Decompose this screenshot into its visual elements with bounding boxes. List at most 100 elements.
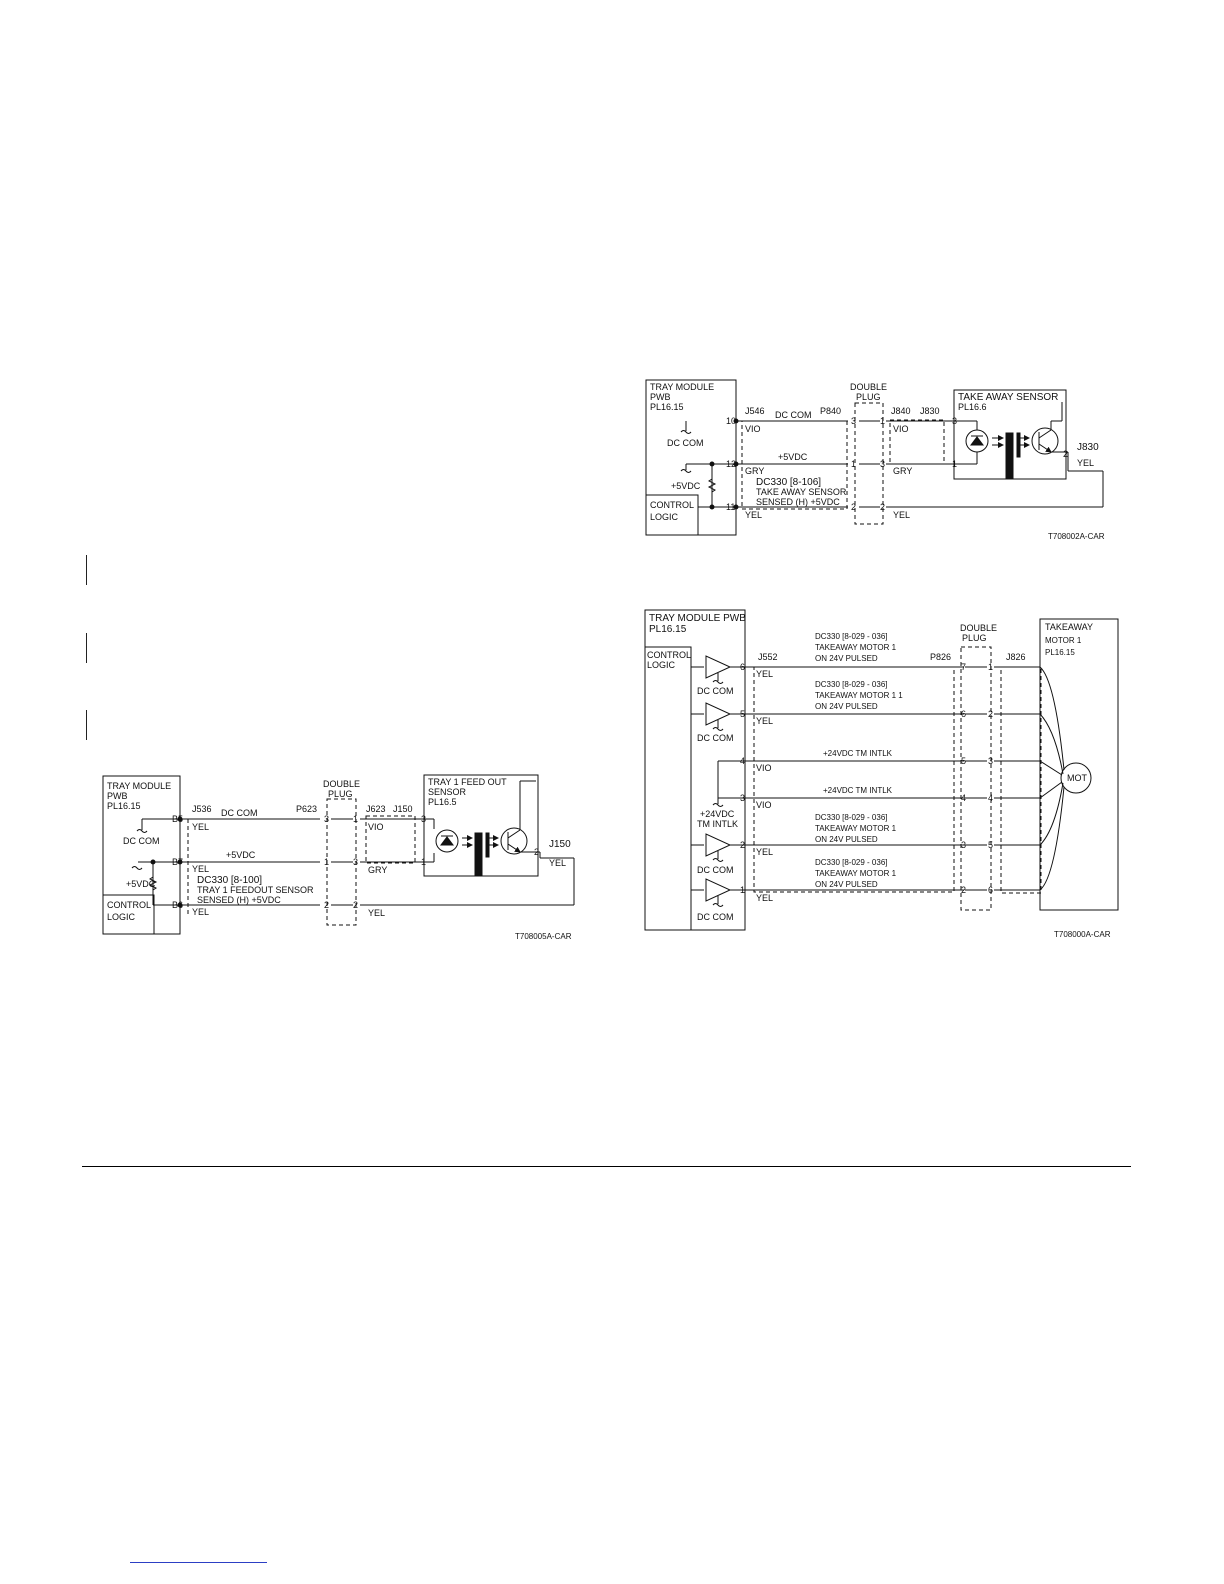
c-dpr-2: 2: [988, 709, 993, 719]
a-p623: P623: [296, 804, 317, 814]
c-intlk-1: +24VDC: [700, 809, 735, 819]
footer-rule: [82, 1166, 1131, 1167]
intlk-wires: [712, 760, 964, 807]
b-pr-1: 1: [880, 416, 885, 426]
bottom-link-underline[interactable]: [130, 1562, 267, 1563]
a-title-1: TRAY MODULE: [107, 781, 171, 791]
b-plus5-line: +5VDC: [778, 452, 808, 462]
c-l4: +24VDC TM INTLK: [823, 786, 893, 795]
a-pin-b7: B7: [172, 857, 183, 867]
control-logic-box: [102, 894, 155, 935]
diagram-c-labels: TRAY MODULE PWB PL16.15 CONTROL LOGIC J5…: [647, 613, 1111, 939]
control-logic-box-c: [644, 646, 692, 931]
revision-bar-1: [86, 555, 87, 585]
double-plug-b: [854, 402, 884, 525]
b-vio-2: VIO: [893, 424, 909, 434]
b-j546: J546: [745, 406, 765, 416]
c-dc-com-4: DC COM: [697, 912, 734, 922]
a-j536: J536: [192, 804, 212, 814]
c-l6-a: DC330 [8-029 - 036]: [815, 858, 888, 867]
a-control-1: CONTROL: [107, 900, 151, 910]
b-title-2: PWB: [650, 392, 671, 402]
c-dc-com-2: DC COM: [697, 733, 734, 743]
c-j552: J552: [758, 652, 778, 662]
c-pin-5: 5: [740, 709, 745, 719]
c-dpl-5: 5: [961, 756, 966, 766]
b-vio-1: VIO: [745, 424, 761, 434]
b-yel-right: YEL: [1077, 458, 1094, 468]
motor-lead-4: [1039, 781, 1063, 799]
c-vio-b: VIO: [756, 800, 772, 810]
a-sensor-1: TRAY 1 FEED OUT: [428, 777, 507, 787]
b-pl-1: 1: [851, 459, 856, 469]
motor-lead-2: [1039, 713, 1064, 775]
led-b-diode: [970, 436, 984, 446]
c-title-1: TRAY MODULE PWB: [649, 613, 746, 624]
slot-b: [1005, 432, 1014, 479]
c-l1-b: TAKEAWAY MOTOR 1: [815, 643, 897, 652]
b-code: T708002A-CAR: [1048, 532, 1105, 541]
b-double-2: PLUG: [856, 392, 881, 402]
b-gry-1: GRY: [745, 466, 764, 476]
b-s-pin3: 3: [952, 416, 957, 426]
c-l3: +24VDC TM INTLK: [823, 749, 893, 758]
a-plus5-line: +5VDC: [226, 850, 256, 860]
c-control-1: CONTROL: [647, 650, 691, 660]
c-mot: MOT: [1067, 773, 1087, 783]
c-j826: J826: [1006, 652, 1026, 662]
b-plus5-symbol: [680, 469, 692, 473]
led-a-diode: [440, 836, 454, 846]
a-pr-2: 2: [353, 900, 358, 910]
pt-a-e: [507, 843, 521, 853]
a-pr-1: 1: [353, 814, 358, 824]
a-pl-3: 3: [324, 814, 329, 824]
c-l1-a: DC330 [8-029 - 036]: [815, 632, 888, 641]
sensor-b-box: [953, 389, 1067, 480]
b-resistor-symbol: [707, 478, 717, 493]
a-yel-3: YEL: [192, 907, 209, 917]
resistor-symbol: [148, 876, 158, 891]
b-s-pin2: 2: [1063, 449, 1068, 459]
driver-3: [691, 833, 964, 862]
a-dc-com-line: DC COM: [221, 808, 258, 818]
a-yel-1: YEL: [192, 822, 209, 832]
c-control-2: LOGIC: [647, 660, 676, 670]
double-plug-a: [326, 798, 357, 926]
b-yel-1: YEL: [745, 510, 762, 520]
c-dpr-3: 3: [988, 756, 993, 766]
a-title-2: PWB: [107, 791, 128, 801]
a-pl-1: 1: [324, 857, 329, 867]
motor-box: [1039, 618, 1119, 911]
driver-2: [691, 702, 964, 731]
a-vio: VIO: [368, 822, 384, 832]
b-j830-right: J830: [1077, 442, 1099, 453]
phototransistor-b: [1031, 427, 1059, 455]
a-yel-2: YEL: [192, 864, 209, 874]
b-control-2: LOGIC: [650, 512, 679, 522]
c-l6-c: ON 24V PULSED: [815, 880, 878, 889]
control-logic-box-b: [645, 494, 699, 536]
c-dpr-6: 6: [988, 885, 993, 895]
a-sensor-3: PL16.5: [428, 797, 457, 807]
a-j150-right: J150: [549, 839, 571, 850]
c-l2-a: DC330 [8-029 - 036]: [815, 680, 888, 689]
a-pr-3: 3: [353, 857, 358, 867]
a-pl-2: 2: [324, 900, 329, 910]
c-pin-2: 2: [740, 840, 745, 850]
slot-b2: [1016, 432, 1021, 458]
c-pin-1: 1: [740, 885, 745, 895]
b-pin-11: 11: [726, 502, 735, 512]
c-dpr-5: 5: [988, 840, 993, 850]
c-yel-b: YEL: [756, 716, 773, 726]
a-title-3: PL16.15: [107, 801, 141, 811]
c-dpr-4: 4: [988, 793, 993, 803]
a-gry: GRY: [368, 865, 387, 875]
a-pin-b6: B6: [172, 900, 183, 910]
c-title-2: PL16.15: [649, 624, 687, 635]
c-double-1: DOUBLE: [960, 623, 997, 633]
tray1-feedout-sensor-diagram: [102, 774, 575, 935]
motor-lead-6: [1039, 786, 1065, 891]
driver-1: [691, 655, 964, 684]
c-l1-c: ON 24V PULSED: [815, 654, 878, 663]
